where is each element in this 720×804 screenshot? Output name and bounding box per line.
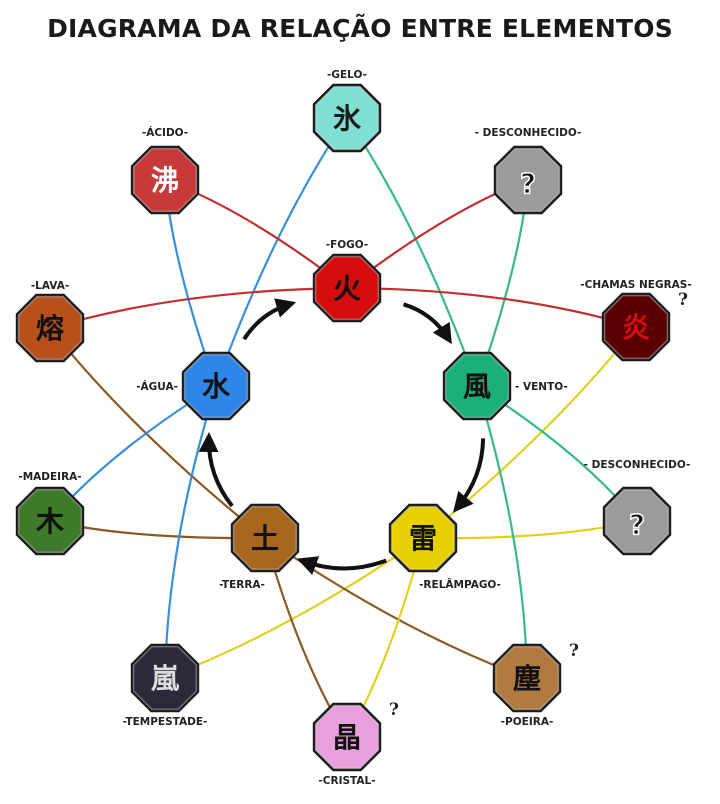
element-glyph: 風 <box>463 370 491 403</box>
unknown-icon: ? <box>520 167 536 200</box>
relation-lines <box>49 117 638 738</box>
node-face <box>390 505 456 571</box>
node-label: -CHAMAS NEGRAS- <box>580 279 691 291</box>
cycle-arrow-vento-relampago <box>453 438 486 513</box>
node-face <box>17 295 83 361</box>
node-label: -ÁGUA- <box>136 380 178 393</box>
node-label: - DESCONHECIDO- <box>584 459 691 471</box>
node-face <box>232 505 298 571</box>
element-glyph: 木 <box>35 505 64 538</box>
node-label: -TERRA- <box>219 579 265 591</box>
element-glyph: 雷 <box>409 522 437 555</box>
node-face <box>603 294 669 360</box>
node-label: -TEMPESTADE- <box>123 716 208 728</box>
link-vento-gelo <box>346 117 479 387</box>
node-agua: 水 -ÁGUA- <box>136 351 251 421</box>
cycle-arrow-fogo-vento <box>402 302 452 345</box>
node-label: -RELÂMPAGO- <box>419 578 501 591</box>
uncertain-mark: ? <box>569 641 579 661</box>
diagram-title: DIAGRAMA DA RELAÇÃO ENTRE ELEMENTOS <box>47 14 673 43</box>
element-glyph: 土 <box>251 522 279 555</box>
element-glyph: 火 <box>333 272 361 305</box>
node-label: - DESCONHECIDO- <box>475 127 582 139</box>
uncertain-mark: ? <box>678 290 688 310</box>
node-gelo: 氷 -GELO- <box>312 69 382 153</box>
cycle-arrow-terra-agua <box>198 432 234 508</box>
node-face <box>495 147 561 213</box>
node-tempestade: 嵐 -TEMPESTADE- <box>123 643 208 728</box>
node-poeira: 塵 -POEIRA-? <box>492 641 579 728</box>
node-label: -ÁCIDO- <box>142 126 188 139</box>
element-glyph: 晶 <box>333 721 361 754</box>
node-madeira: 木 -MADEIRA- <box>15 471 85 556</box>
node-label: -POEIRA- <box>501 716 554 728</box>
node-acido: 沸 -ÁCIDO- <box>130 126 200 215</box>
node-lava: 熔 -LAVA- <box>15 280 85 363</box>
node-label: -LAVA- <box>31 280 69 292</box>
node-face <box>444 353 510 419</box>
cycle-arrows <box>198 298 486 575</box>
element-glyph: 塵 <box>513 662 541 695</box>
node-cristal: 晶 -CRISTAL-? <box>312 700 399 787</box>
node-terra: 土 -TERRA- <box>219 503 300 591</box>
uncertain-mark: ? <box>389 700 399 720</box>
node-face <box>17 488 83 554</box>
link-fogo-chamas <box>346 286 637 329</box>
node-label: -FOGO- <box>326 239 369 251</box>
cycle-arrow-agua-fogo <box>242 298 297 341</box>
element-glyph: 氷 <box>333 102 362 135</box>
node-label: -MADEIRA- <box>18 471 81 483</box>
node-relampago: 雷 -RELÂMPAGO- <box>388 503 501 591</box>
node-fogo: 火 -FOGO- <box>312 239 382 323</box>
node-face <box>494 645 560 711</box>
node-desc2: ? - DESCONHECIDO- <box>584 459 691 556</box>
node-desc1: ? - DESCONHECIDO- <box>475 127 582 215</box>
link-agua-gelo <box>214 117 348 387</box>
element-glyph: 熔 <box>36 312 64 345</box>
node-label: -GELO- <box>327 69 367 81</box>
node-chamas: 炎 -CHAMAS NEGRAS-? <box>580 279 692 362</box>
cycle-arrow-relampago-terra <box>296 556 387 575</box>
link-fogo-lava <box>49 286 348 330</box>
node-face <box>314 704 380 770</box>
unknown-icon: ? <box>629 508 645 541</box>
node-label: -CRISTAL- <box>318 775 375 787</box>
element-glyph: 水 <box>202 370 231 403</box>
link-terra-lava <box>49 327 266 539</box>
link-vento-poeira <box>475 385 529 679</box>
element-glyph: 炎 <box>622 311 650 344</box>
element-nodes: 氷 -GELO- 沸 -ÁCIDO-? - DESCONHECIDO- 火 -FOGO- 炎 -… <box>15 69 692 787</box>
node-face <box>132 645 198 711</box>
node-face <box>183 353 249 419</box>
node-face <box>604 488 670 554</box>
node-face <box>314 85 380 151</box>
element-glyph: 沸 <box>151 164 179 197</box>
node-vento: 風 - VENTO- <box>442 351 568 421</box>
node-label: - VENTO- <box>515 381 568 393</box>
link-agua-tempestade <box>163 385 218 679</box>
element-glyph: 嵐 <box>151 662 180 695</box>
node-face <box>132 147 198 213</box>
node-face <box>314 255 380 321</box>
